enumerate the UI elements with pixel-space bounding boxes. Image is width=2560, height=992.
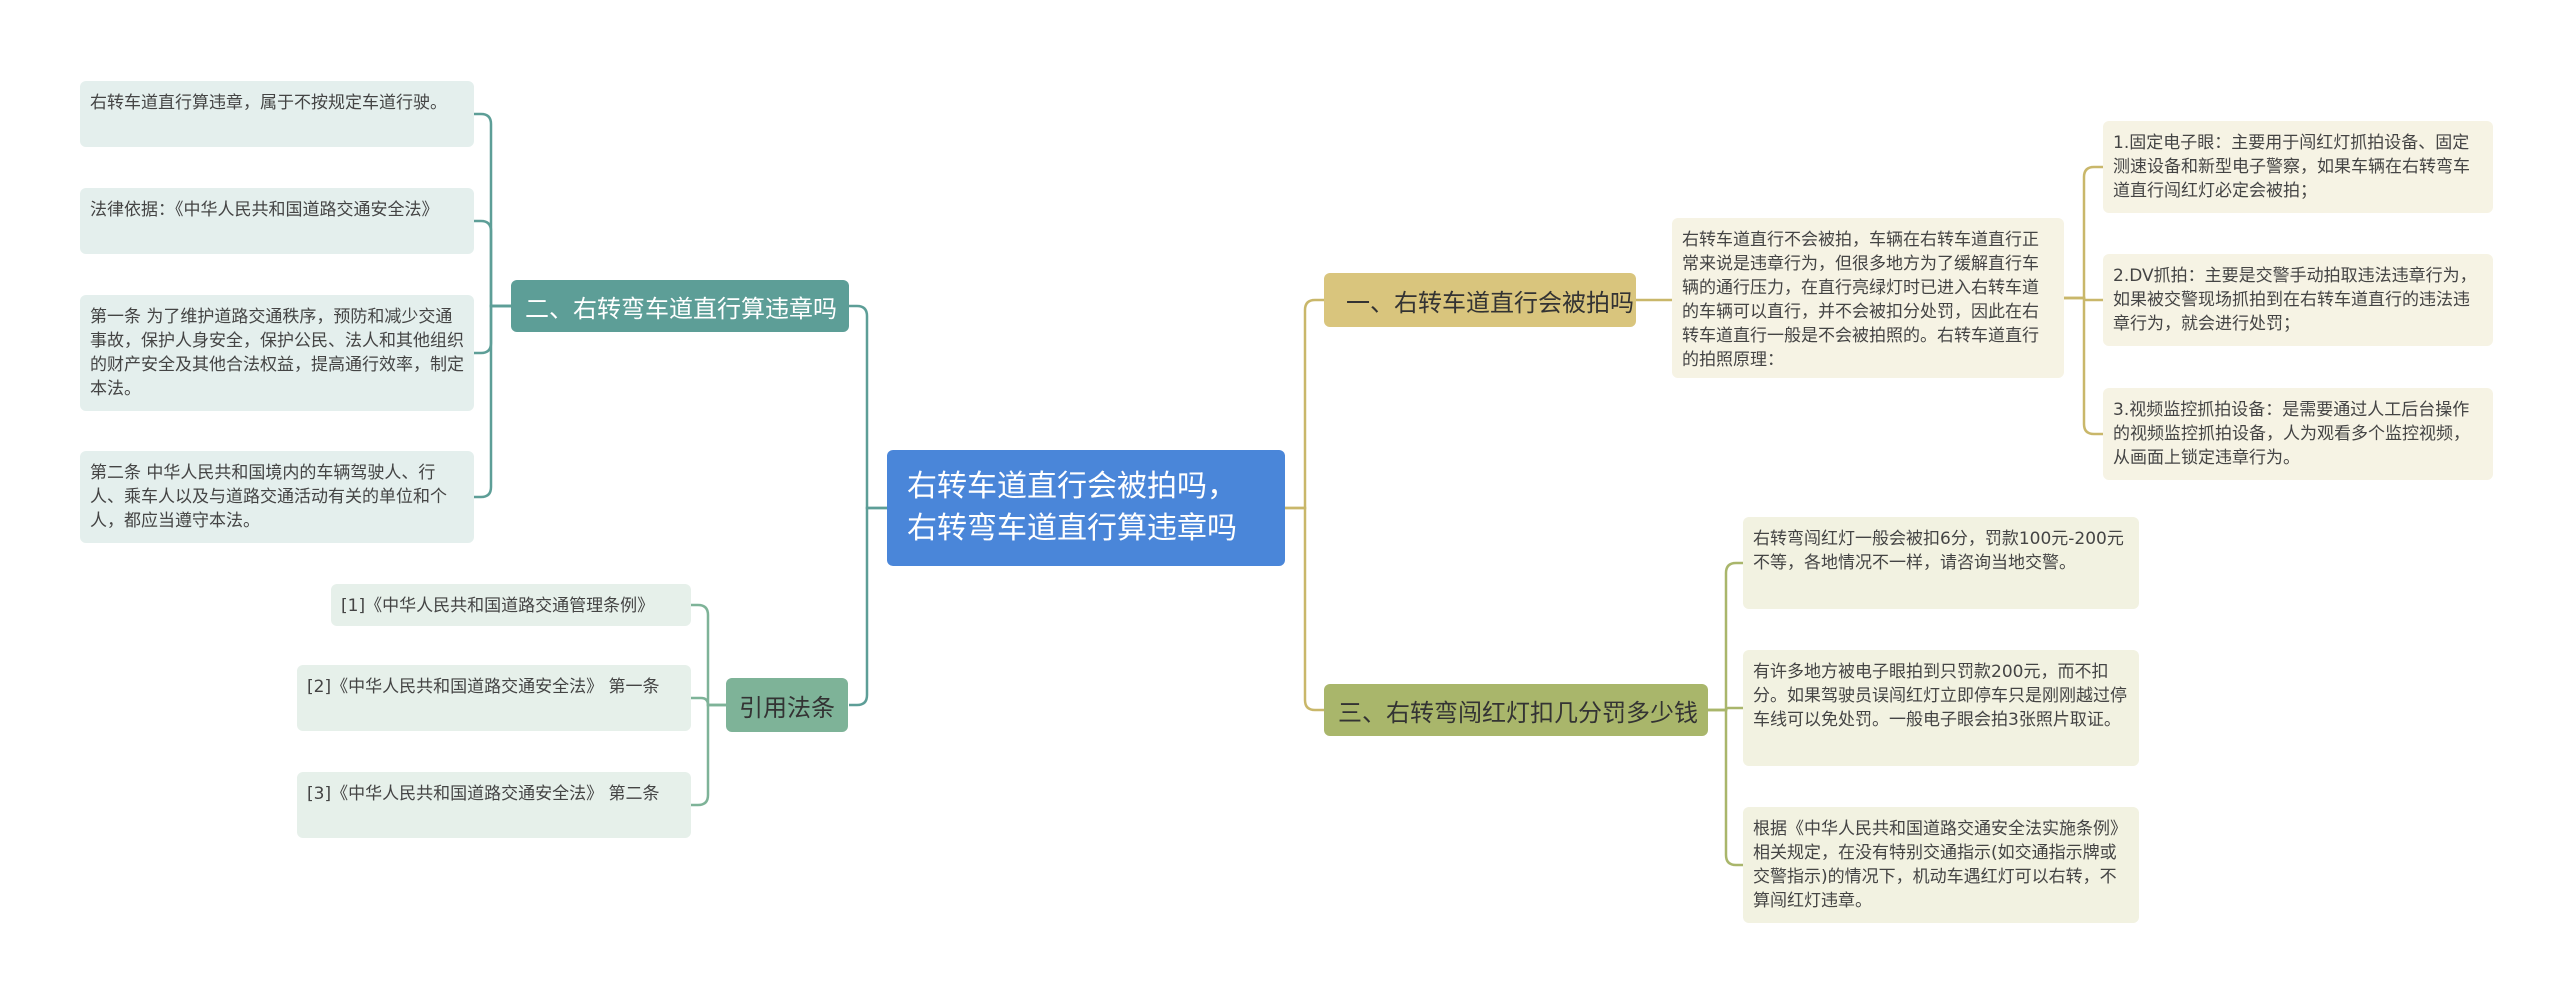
item-text: 第一条 为了维护道路交通秩序，预防和减少交通事故，保护人身安全，保护公民、法人和… <box>90 307 464 399</box>
branch4-items-connector <box>691 603 726 707</box>
item-text: [1]《中华人民共和国道路交通管理条例》 <box>341 596 655 616</box>
item-text: 第二条 中华人民共和国境内的车辆驾驶人、行人、乘车人以及与道路交通活动有关的单位… <box>90 463 447 531</box>
branch2-items-connector <box>474 304 511 499</box>
branch3-items-connector <box>1708 708 1743 867</box>
cited-law-1: [1]《中华人民共和国道路交通管理条例》 <box>331 584 691 626</box>
branch3-item-electronic-eye: 有许多地方被电子眼拍到只罚款200元，而不扣分。如果驾驶员误闯红灯立即停车只是刚… <box>1743 650 2139 766</box>
branch2-items-connector <box>474 219 511 308</box>
item-text: 3.视频监控抓拍设备：是需要通过人工后台操作的视频监控抓拍设备，人为观看多个监控… <box>2113 400 2470 468</box>
branch3-item-regulation: 根据《中华人民共和国道路交通安全法实施条例》相关规定，在没有特别交通指示(如交通… <box>1743 807 2139 923</box>
branch2-items-connector <box>474 304 511 355</box>
branch-label: 一、右转车道直行会被拍吗 <box>1346 288 1634 317</box>
item-text: 右转弯闯红灯一般会被扣6分，罚款100元-200元不等，各地情况不一样，请咨询当… <box>1753 529 2124 573</box>
cited-law-2: [2]《中华人民共和国道路交通安全法》 第一条 <box>297 665 691 731</box>
branch-violation[interactable]: 二、右转弯车道直行算违章吗 <box>511 280 849 332</box>
item-text: 法律依据：《中华人民共和国道路交通安全法》 <box>90 200 439 220</box>
root-topic[interactable]: 右转车道直行会被拍吗，右转弯车道直行算违章吗 <box>887 450 1285 566</box>
root-left-connector <box>849 304 887 510</box>
item-text: 右转车道直行算违章，属于不按规定车道行驶。 <box>90 93 447 113</box>
branch1-item-fixed-camera: 1.固定电子眼：主要用于闯红灯抓拍设备、固定测速设备和新型电子警察，如果车辆在右… <box>2103 121 2493 213</box>
branch1-items-connector <box>2064 165 2103 300</box>
item-text: 1.固定电子眼：主要用于闯红灯抓拍设备、固定测速设备和新型电子警察，如果车辆在右… <box>2113 133 2470 201</box>
item-text: 2.DV抓拍：主要是交警手动拍取违法违章行为，如果被交警现场抓拍到在右转车道直行… <box>2113 266 2477 334</box>
branch-label: 引用法条 <box>739 693 835 722</box>
item-text: 有许多地方被电子眼拍到只罚款200元，而不扣分。如果驾驶员误闯红灯立即停车只是刚… <box>1753 662 2127 730</box>
cited-law-3: [3]《中华人民共和国道路交通安全法》 第二条 <box>297 772 691 838</box>
branch3-items-connector <box>1708 561 1743 712</box>
branch2-item-legal-basis: 法律依据：《中华人民共和国道路交通安全法》 <box>80 188 474 254</box>
branch4-items-connector <box>691 703 726 807</box>
item-text: 根据《中华人民共和国道路交通安全法实施条例》相关规定，在没有特别交通指示(如交通… <box>1753 819 2127 911</box>
branch3-item-points-fine: 右转弯闯红灯一般会被扣6分，罚款100元-200元不等，各地情况不一样，请咨询当… <box>1743 517 2139 609</box>
root-left-connector <box>849 506 887 707</box>
branch2-item-article1: 第一条 为了维护道路交通秩序，预防和减少交通事故，保护人身安全，保护公民、法人和… <box>80 295 474 411</box>
summary-text: 右转车道直行不会被拍，车辆在右转车道直行正常来说是违章行为，但很多地方为了缓解直… <box>1682 230 2039 370</box>
root-topic-text: 右转车道直行会被拍吗，右转弯车道直行算违章吗 <box>907 469 1237 546</box>
branch2-item-article2: 第二条 中华人民共和国境内的车辆驾驶人、行人、乘车人以及与道路交通活动有关的单位… <box>80 451 474 543</box>
root-right-connector <box>1285 506 1324 712</box>
branch2-items-connector <box>474 112 511 308</box>
item-text: [3]《中华人民共和国道路交通安全法》 第二条 <box>307 784 660 804</box>
branch1-item-video-monitor: 3.视频监控抓拍设备：是需要通过人工后台操作的视频监控抓拍设备，人为观看多个监控… <box>2103 388 2493 480</box>
branch-cited-laws[interactable]: 引用法条 <box>726 678 848 732</box>
branch1-items-connector <box>2064 296 2103 436</box>
branch1-item-dv-capture: 2.DV抓拍：主要是交警手动拍取违法违章行为，如果被交警现场抓拍到在右转车道直行… <box>2103 254 2493 346</box>
branch-label: 三、右转弯闯红灯扣几分罚多少钱 <box>1338 698 1698 727</box>
branch1-summary: 右转车道直行不会被拍，车辆在右转车道直行正常来说是违章行为，但很多地方为了缓解直… <box>1672 218 2064 378</box>
branch-right-turn-photo[interactable]: 一、右转车道直行会被拍吗 <box>1324 273 1636 327</box>
root-right-connector <box>1285 298 1324 510</box>
item-text: [2]《中华人民共和国道路交通安全法》 第一条 <box>307 677 660 697</box>
branch2-item-conclusion: 右转车道直行算违章，属于不按规定车道行驶。 <box>80 81 474 147</box>
branch-red-light-penalty[interactable]: 三、右转弯闯红灯扣几分罚多少钱 <box>1324 684 1708 736</box>
branch-label: 二、右转弯车道直行算违章吗 <box>525 294 837 323</box>
